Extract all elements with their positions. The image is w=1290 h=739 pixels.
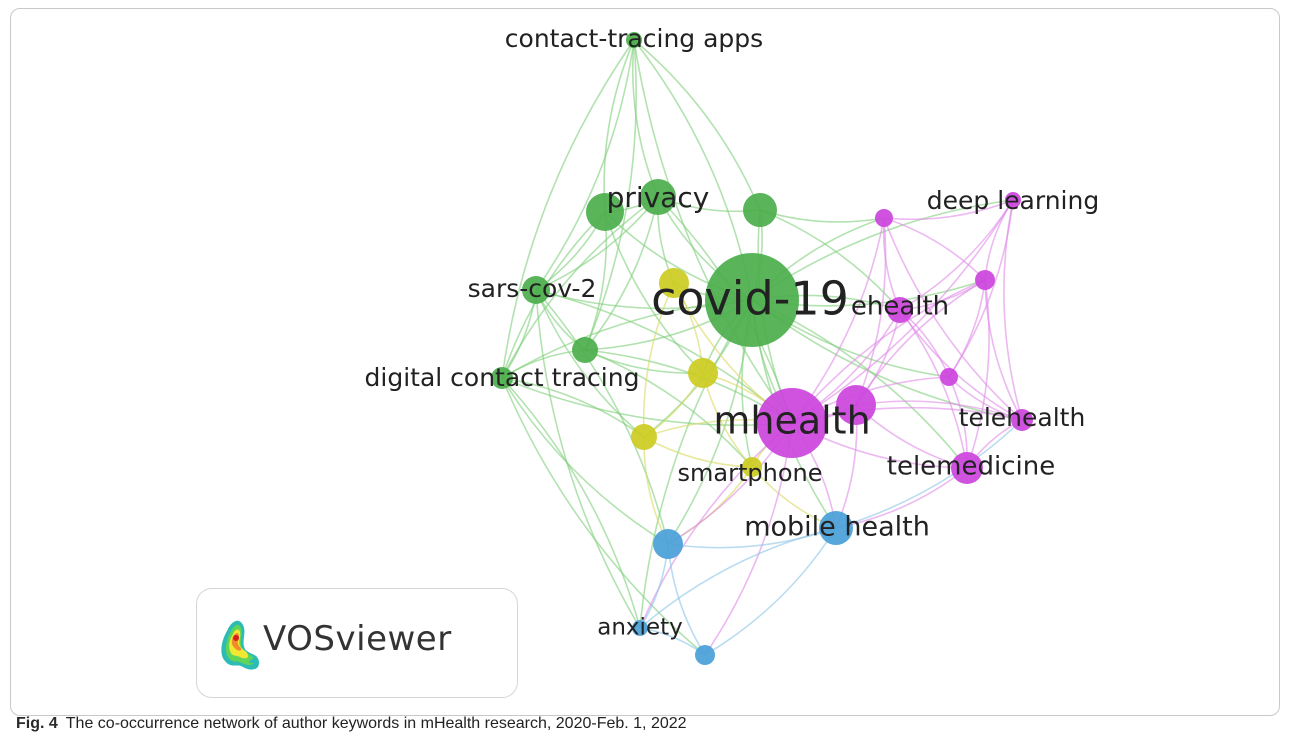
edge-contact-tracing-apps-green-unlabeled-2 — [633, 39, 761, 211]
edge-ehealth-deep-learning — [899, 199, 1014, 311]
edge-sars-cov-2-yellow-unlabeled-3 — [535, 289, 645, 438]
label-mobile-health: mobile health — [744, 512, 930, 543]
node-green-unlabeled-2[interactable] — [743, 193, 777, 227]
edge-contact-tracing-apps-digital-contact-tracing — [501, 39, 635, 379]
node-green-unlabeled-3[interactable] — [572, 337, 598, 363]
edge-yellow-unlabeled-1-yellow-unlabeled-3 — [642, 282, 675, 438]
node-blue-unlabeled-2[interactable] — [695, 645, 715, 665]
edge-ehealth-telemedicine — [899, 309, 968, 469]
edge-mobile-health-telehealth — [835, 419, 1023, 529]
node-magenta-unlabeled-4[interactable] — [940, 368, 958, 386]
node-magenta-unlabeled-1[interactable] — [875, 209, 893, 227]
edge-green-unlabeled-1-yellow-unlabeled-2 — [604, 211, 704, 374]
label-digital-contact-tracing: digital contact tracing — [365, 363, 640, 392]
label-contact-tracing-apps: contact-tracing apps — [505, 24, 763, 53]
nodes-layer — [491, 32, 1033, 665]
edge-mobile-health-blue-unlabeled-1 — [667, 527, 837, 549]
label-covid-19: covid-19 — [651, 272, 849, 326]
edge-privacy-sars-cov-2 — [535, 196, 659, 291]
node-telehealth[interactable] — [1011, 409, 1033, 431]
edge-magenta-unlabeled-3-telehealth — [855, 400, 1023, 421]
edge-contact-tracing-apps-sars-cov-2 — [535, 39, 635, 291]
node-smartphone[interactable] — [742, 457, 762, 477]
vosviewer-logo-text: VOSviewer — [263, 619, 452, 659]
node-contact-tracing-apps[interactable] — [626, 32, 642, 48]
edge-digital-contact-tracing-blue-unlabeled-1 — [501, 377, 669, 545]
labels-layer: contact-tracing apps privacy covid-19 sars-… — [365, 24, 1100, 641]
vosviewer-logo: VOSviewer — [196, 588, 518, 698]
label-ehealth: ehealth — [851, 292, 949, 322]
node-yellow-unlabeled-2[interactable] — [688, 358, 718, 388]
edge-deep-learning-magenta-unlabeled-4 — [948, 199, 1014, 378]
edge-magenta-unlabeled-3-magenta-unlabeled-1 — [855, 217, 887, 406]
edge-mobile-health-anxiety — [639, 527, 837, 629]
vosviewer-heatmap-icon — [221, 620, 259, 670]
edge-mobile-health-blue-unlabeled-2 — [704, 527, 837, 656]
node-blue-unlabeled-1[interactable] — [653, 529, 683, 559]
node-yellow-unlabeled-3[interactable] — [631, 424, 657, 450]
node-mhealth[interactable] — [757, 388, 827, 458]
edge-sars-cov-2-blue-unlabeled-1 — [535, 289, 669, 545]
node-telemedicine[interactable] — [951, 452, 983, 484]
node-privacy[interactable] — [640, 179, 676, 215]
edge-privacy-green-unlabeled-3 — [584, 196, 659, 351]
label-anxiety: anxiety — [597, 615, 682, 641]
node-green-unlabeled-1[interactable] — [586, 193, 624, 231]
edge-contact-tracing-apps-green-unlabeled-3 — [584, 39, 637, 351]
label-sars-cov-2: sars-cov-2 — [468, 274, 597, 303]
node-deep-learning[interactable] — [1005, 192, 1021, 208]
label-privacy: privacy — [607, 181, 710, 214]
node-digital-contact-tracing[interactable] — [491, 367, 513, 389]
label-telehealth: telehealth — [959, 403, 1086, 432]
label-mhealth: mhealth — [713, 399, 870, 443]
edge-contact-tracing-apps-green-unlabeled-1 — [603, 39, 635, 213]
edge-magenta-unlabeled-1-deep-learning — [883, 199, 1014, 221]
edge-digital-contact-tracing-yellow-unlabeled-3 — [501, 377, 645, 438]
label-telemedicine: telemedicine — [887, 452, 1055, 482]
node-covid-19[interactable] — [705, 253, 799, 347]
node-magenta-unlabeled-2[interactable] — [975, 270, 995, 290]
edge-digital-contact-tracing-blue-unlabeled-2 — [501, 377, 706, 656]
node-yellow-unlabeled-1[interactable] — [659, 268, 689, 298]
edge-digital-contact-tracing-anxiety — [501, 377, 641, 629]
edge-green-unlabeled-3-smartphone — [584, 349, 753, 468]
edge-magenta-unlabeled-1-telehealth — [883, 217, 1023, 421]
node-anxiety[interactable] — [632, 620, 648, 636]
edge-telemedicine-magenta-unlabeled-2 — [966, 279, 990, 469]
node-ehealth[interactable] — [887, 297, 913, 323]
caption-label: Fig. 4 — [16, 715, 58, 732]
node-magenta-unlabeled-3[interactable] — [836, 385, 876, 425]
edge-green-unlabeled-2-magenta-unlabeled-1 — [759, 209, 885, 223]
figure-caption: Fig. 4 The co-occurrence network of autho… — [16, 715, 687, 733]
node-sars-cov-2[interactable] — [522, 276, 550, 304]
caption-text: The co-occurrence network of author keyw… — [65, 715, 687, 732]
edge-contact-tracing-apps-mhealth — [633, 39, 793, 424]
edge-contact-tracing-apps-privacy — [631, 39, 659, 198]
label-deep-learning: deep learning — [927, 186, 1099, 215]
label-smartphone: smartphone — [678, 459, 823, 487]
node-mobile-health[interactable] — [819, 511, 853, 545]
edge-magenta-unlabeled-1-magenta-unlabeled-2 — [883, 217, 986, 281]
edge-magenta-unlabeled-2-telehealth — [984, 279, 1023, 421]
edge-magenta-unlabeled-3-magenta-unlabeled-2 — [855, 279, 986, 406]
